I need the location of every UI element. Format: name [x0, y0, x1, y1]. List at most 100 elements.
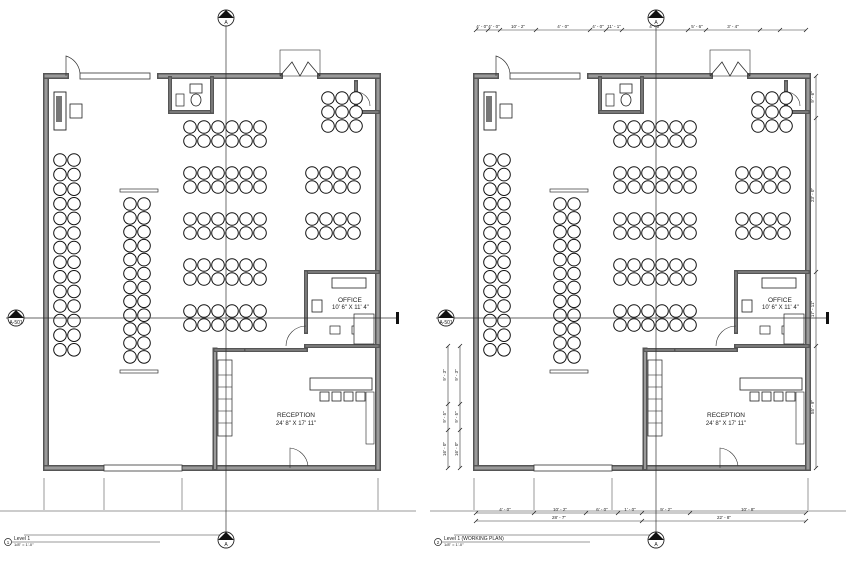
stool	[761, 391, 772, 402]
bottom_totals-tick	[473, 518, 479, 524]
chair	[553, 266, 567, 281]
chair	[669, 272, 683, 286]
chair	[137, 294, 151, 309]
chair	[567, 197, 581, 211]
chair	[483, 167, 497, 182]
top_dimensions-value: 10' - 2"	[511, 24, 525, 29]
right_dimensions-tick	[813, 343, 819, 349]
chair	[655, 212, 669, 226]
chair	[567, 211, 581, 225]
right_dimensions-tick	[813, 269, 819, 275]
right_dimensions-value: 9' - 6"	[810, 91, 815, 103]
chair	[67, 343, 81, 357]
chair	[137, 238, 151, 253]
reception-size: 24' 8" X 17' 11"	[276, 421, 316, 427]
section-tag-marker	[438, 310, 454, 318]
chair	[53, 328, 67, 343]
chair	[67, 240, 81, 255]
chair	[567, 238, 581, 253]
cabinet	[783, 313, 805, 345]
window	[79, 72, 151, 80]
chair	[613, 258, 627, 272]
bottom_dimensions-tick	[803, 510, 809, 516]
chair	[777, 226, 791, 240]
chair	[627, 120, 641, 134]
bench	[647, 359, 663, 437]
chair	[239, 272, 253, 286]
reception-label: RECEPTION	[277, 412, 315, 419]
office-desk	[331, 277, 367, 289]
bottom_dimensions-value: 1' - 0"	[624, 507, 636, 512]
chair	[553, 211, 567, 225]
chair	[225, 258, 239, 272]
chair	[211, 212, 225, 226]
chair	[197, 258, 211, 272]
chair	[333, 212, 347, 226]
right_dimensions-tick	[813, 465, 819, 471]
toilet-tank	[619, 83, 633, 94]
chair	[553, 252, 567, 267]
chair	[239, 180, 253, 194]
chair	[123, 225, 137, 239]
grid-tag-top-label: A	[654, 20, 658, 26]
chair	[613, 134, 627, 148]
chair	[183, 318, 197, 332]
top_dimensions-value: 4' - 0"	[488, 24, 500, 29]
chair	[123, 336, 137, 350]
chair	[67, 328, 81, 343]
chair	[497, 270, 511, 284]
table	[549, 369, 589, 374]
vestibule	[279, 49, 321, 77]
chair	[613, 304, 627, 318]
reception-counter	[309, 377, 373, 391]
window	[533, 464, 613, 472]
chair	[497, 182, 511, 196]
office-desk	[761, 277, 797, 289]
table	[119, 188, 159, 193]
top_dimensions-value: 4' - 0"	[476, 24, 488, 29]
reception-size: 24' 8" X 17' 11"	[706, 421, 746, 427]
chair	[67, 299, 81, 313]
door-swing	[289, 447, 309, 468]
left_dimensions-tick	[457, 343, 463, 349]
stool	[773, 391, 784, 402]
chair	[483, 270, 497, 284]
chair	[777, 166, 791, 180]
grid-tag-bottom-marker	[218, 532, 234, 540]
chair	[197, 226, 211, 240]
office-label: OFFICE	[768, 297, 792, 304]
chair	[751, 119, 765, 133]
grid-tag-top-label: A	[224, 20, 228, 26]
top_dimensions-tick	[497, 27, 503, 33]
chair	[253, 226, 267, 240]
chair	[305, 180, 319, 194]
chair	[253, 304, 267, 318]
chair	[641, 304, 655, 318]
table	[549, 188, 589, 193]
right_dimensions-value: 23' - 0"	[810, 188, 815, 202]
chair	[627, 134, 641, 148]
chair	[613, 120, 627, 134]
chair	[483, 343, 497, 357]
chair	[497, 328, 511, 343]
desk-equipment	[486, 96, 492, 122]
chair	[777, 212, 791, 226]
chair	[483, 211, 497, 226]
top_dimensions-value: 4' - 0"	[649, 24, 661, 29]
chair	[239, 258, 253, 272]
door-swing	[719, 447, 739, 468]
chair	[239, 304, 253, 318]
chair	[333, 166, 347, 180]
chair	[53, 255, 67, 270]
bottom_dimensions-value: 10' - 8"	[741, 507, 755, 512]
chair	[197, 318, 211, 332]
top_dimensions-value: 11' - 1"	[607, 24, 621, 29]
chair	[53, 313, 67, 328]
chair	[123, 197, 137, 211]
top_dimensions-tick	[777, 27, 783, 33]
chair	[253, 120, 267, 134]
bench	[217, 359, 233, 437]
bottom_dimensions-value: 10' - 2"	[553, 507, 567, 512]
chair	[239, 226, 253, 240]
